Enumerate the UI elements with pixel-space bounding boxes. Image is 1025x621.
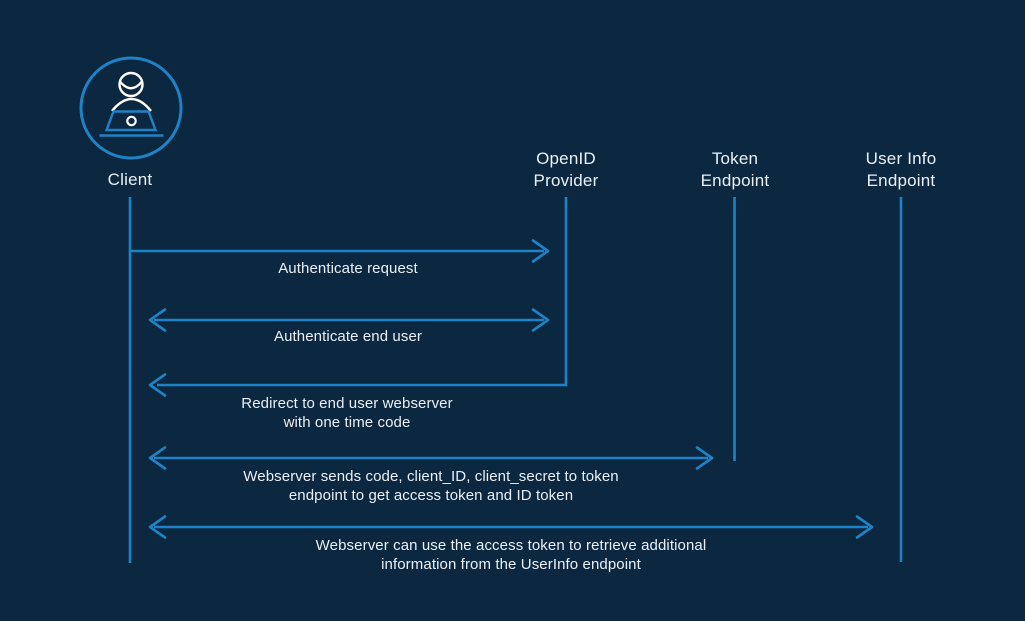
arrowhead-left-icon [148,515,167,539]
actor-label-userinfo-endpoint: User Info Endpoint [866,148,937,192]
message-3-arrow [148,197,568,397]
actor-label-token-endpoint: Token Endpoint [701,148,770,192]
client-icon-laptop-dot [126,115,137,127]
openid-provider-lifeline-elbow [157,197,568,387]
actor-label-client: Client [108,169,153,191]
client-icon-head [118,71,144,98]
message-2-arrow [148,308,550,332]
message-label-line: Webserver can use the access token to re… [315,537,707,554]
message-1-arrow [130,239,550,263]
message-5-label: Webserver can use the access token to re… [316,536,707,574]
message-2-label: Authenticate end user [274,327,422,346]
arrowhead-right-icon [695,446,714,470]
actor-label-line: User Info [865,149,937,168]
message-label-line: Authenticate end user [273,328,423,345]
actor-label-line: Endpoint [866,171,936,190]
message-label-line: information from the UserInfo endpoint [381,556,641,573]
client-icon-shoulders [111,97,152,112]
message-label-line: Redirect to end user webserver [241,395,453,412]
actor-label-line: Provider [533,171,599,190]
message-5-arrow [148,515,874,539]
arrowhead-right-icon [531,239,550,263]
arrowhead-left-icon [148,446,167,470]
message-1-label: Authenticate request [278,259,418,278]
client-icon-hair-line [119,80,143,90]
message-3-label: Redirect to end user webserver with one … [241,394,452,432]
message-label-line: Authenticate request [278,260,418,277]
message-label-line: endpoint to get access token and ID toke… [288,487,574,504]
client-icon-laptop [104,110,158,132]
arrowhead-right-icon [855,515,874,539]
person-at-laptop-icon [79,56,183,160]
message-label-line: Webserver sends code, client_ID, client_… [243,468,619,485]
client-icon-circle [79,56,183,160]
arrowhead-left-icon [148,308,167,332]
arrowhead-right-icon [531,308,550,332]
actor-label-client-text: Client [107,170,153,189]
actor-label-line: OpenID [536,149,596,168]
actor-label-line: Token [711,149,759,168]
message-4-label: Webserver sends code, client_ID, client_… [243,467,618,505]
message-label-line: with one time code [283,414,411,431]
actor-label-line: Endpoint [700,171,770,190]
actor-label-openid-provider: OpenID Provider [534,148,599,192]
message-4-arrow [148,446,714,470]
arrowhead-left-icon [148,373,167,397]
